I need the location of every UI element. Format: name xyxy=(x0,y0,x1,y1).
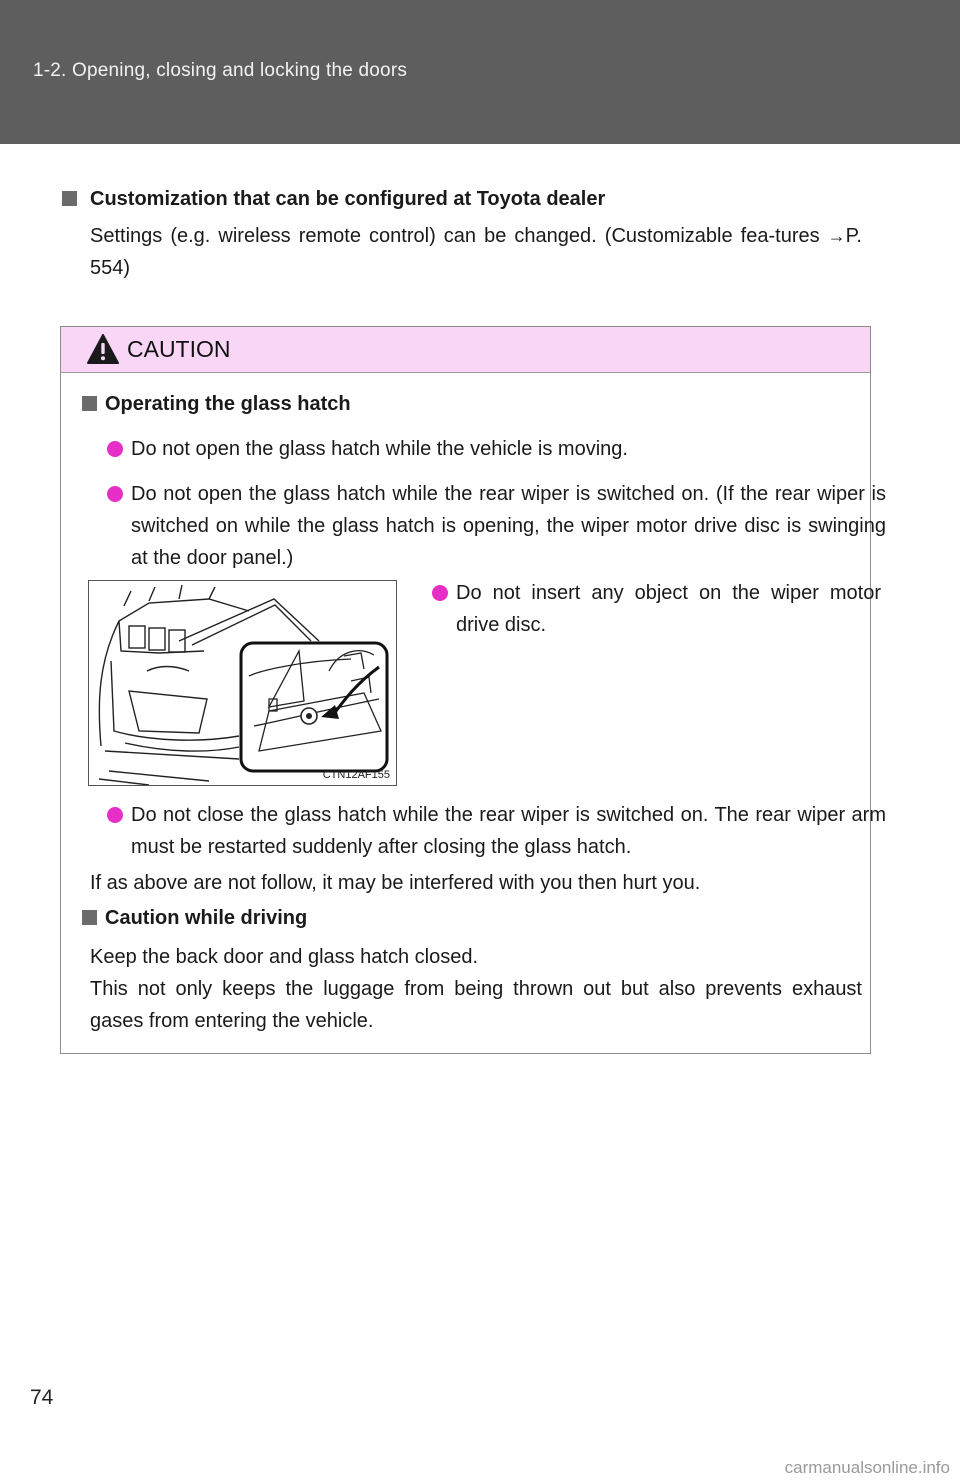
list-item: Do not close the glass hatch while the r… xyxy=(107,799,886,863)
driving-line-2: This not only keeps the luggage from bei… xyxy=(90,978,862,1032)
driving-line-1: Keep the back door and glass hatch close… xyxy=(90,946,479,968)
section-heading: Customization that can be configured at … xyxy=(62,186,862,212)
list-item: Do not open the glass hatch while the re… xyxy=(107,478,886,574)
caution-note: If as above are not follow, it may be in… xyxy=(90,872,701,894)
caution-header: CAUTION xyxy=(61,327,870,373)
caution-box: CAUTION Operating the glass hatch Do not… xyxy=(60,326,886,1054)
page-number: 74 xyxy=(30,1386,54,1409)
subsection-heading: Operating the glass hatch xyxy=(82,391,862,417)
subsection-heading: Caution while driving xyxy=(82,905,862,931)
round-bullet-icon xyxy=(432,585,448,601)
square-bullet-icon xyxy=(82,910,97,925)
section-body: Settings (e.g. wireless remote control) … xyxy=(90,225,862,279)
round-bullet-icon xyxy=(107,807,123,823)
round-bullet-icon xyxy=(107,486,123,502)
page-header: 1-2. Opening, closing and locking the do… xyxy=(0,0,960,144)
breadcrumb: 1-2. Opening, closing and locking the do… xyxy=(33,60,408,81)
wiper-motor-illustration: CTN12AF155 xyxy=(88,580,397,786)
square-bullet-icon xyxy=(82,396,97,411)
caution-label: CAUTION xyxy=(127,336,231,362)
arrow-right-icon: → xyxy=(827,226,846,246)
page-reference-link[interactable]: P. 554) xyxy=(90,225,862,279)
figure-code: CTN12AF155 xyxy=(322,769,390,781)
list-item: Do not open the glass hatch while the ve… xyxy=(107,433,886,465)
section-heading-text: Customization that can be configured at … xyxy=(90,188,606,210)
round-bullet-icon xyxy=(107,441,123,457)
watermark: carmanualsonline.info xyxy=(784,1458,950,1477)
warning-triangle-icon xyxy=(87,334,119,364)
customization-section: Customization that can be configured at … xyxy=(62,186,862,284)
vehicle-rear-illustration xyxy=(98,584,389,785)
driving-subsection: Caution while driving Keep the back door… xyxy=(82,905,862,1037)
square-bullet-icon xyxy=(62,191,77,206)
glass-hatch-subsection: Operating the glass hatch Do not open th… xyxy=(82,391,886,574)
list-item: Do not insert any object on the wiper mo… xyxy=(432,577,881,641)
